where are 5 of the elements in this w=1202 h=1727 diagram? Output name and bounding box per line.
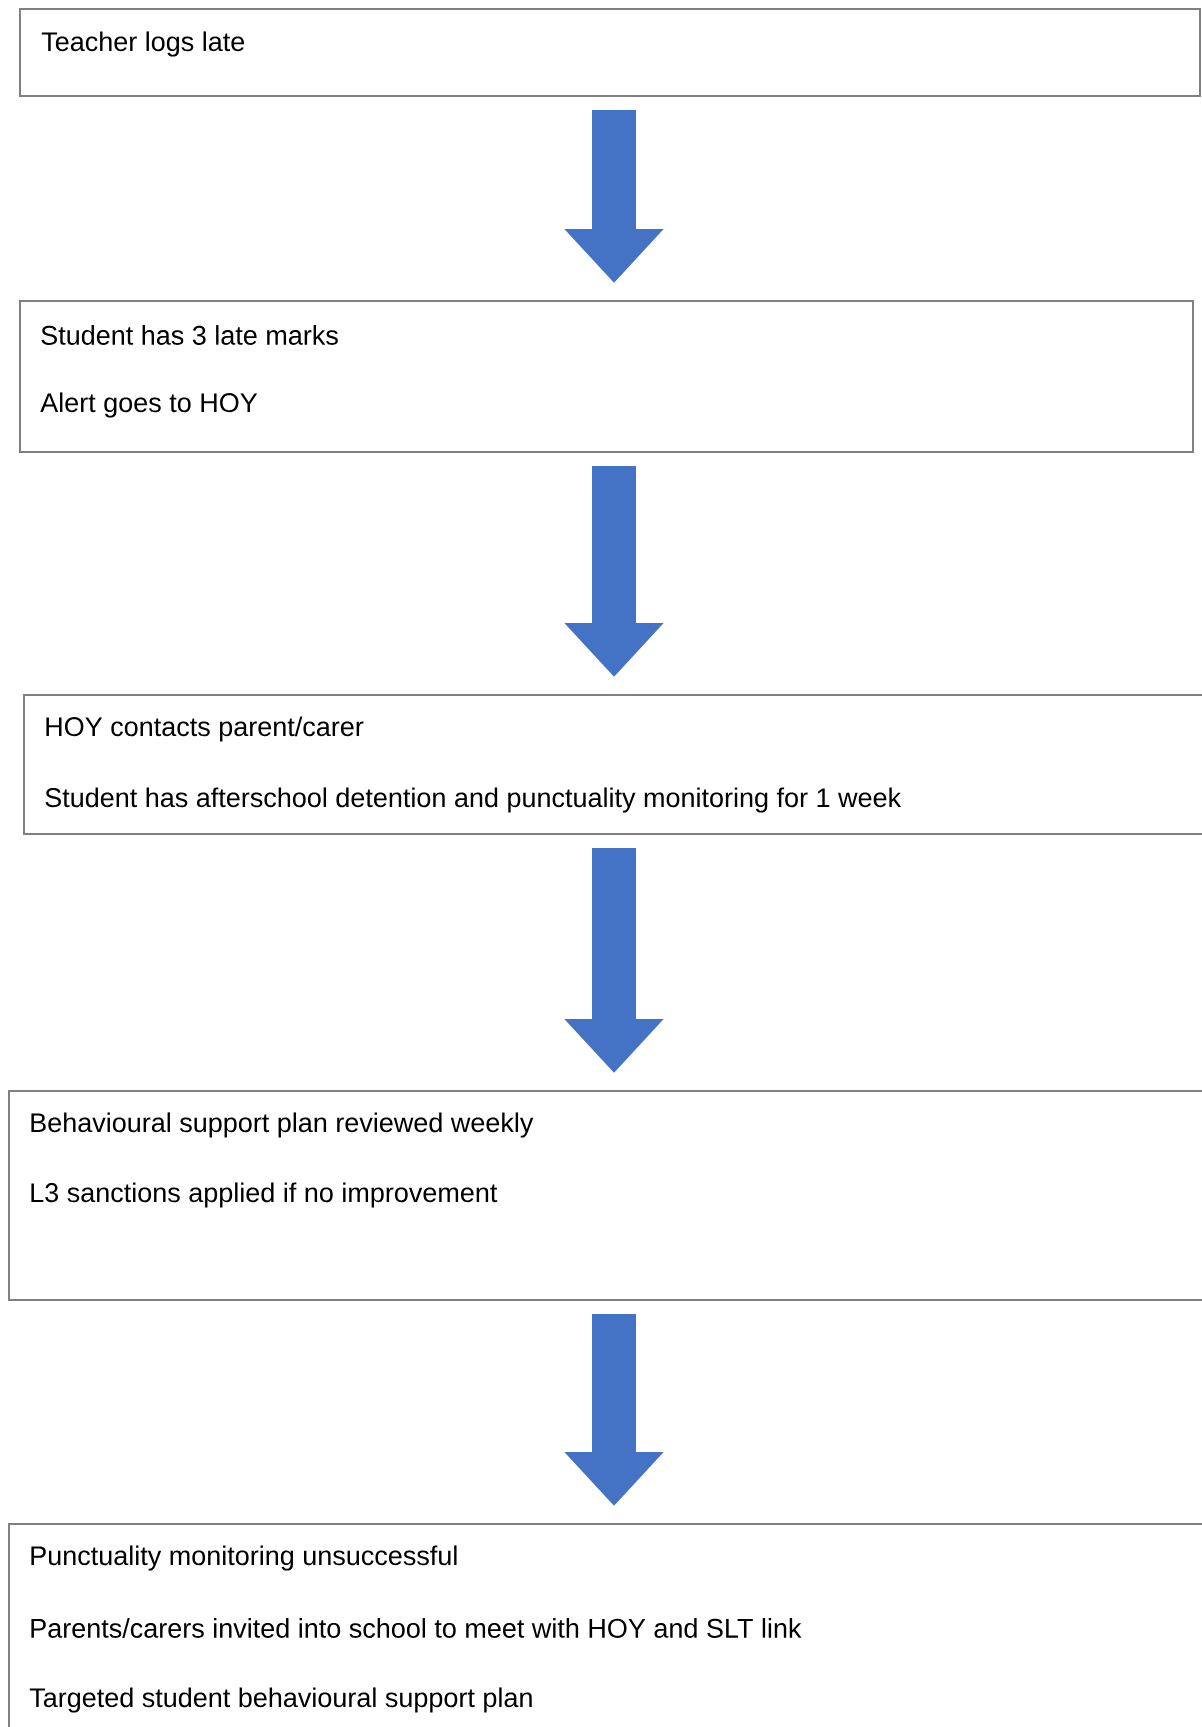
process-box: Behavioural support plan reviewed weekly L3 sanctions applied if no improvement [8,1090,1202,1301]
process-box: Punctuality monitoring unsuccessful Parents/carers invited into school to meet with HOY and SLT link Targeted student behavioural support plan [8,1523,1202,1727]
process-box: HOY contacts parent/carer Student has afterschool detention and punctuality monitoring for 1 week [23,694,1202,835]
process-box: Teacher logs late [19,8,1201,97]
process-box: Student has 3 late marks Alert goes to HOY [19,300,1194,453]
